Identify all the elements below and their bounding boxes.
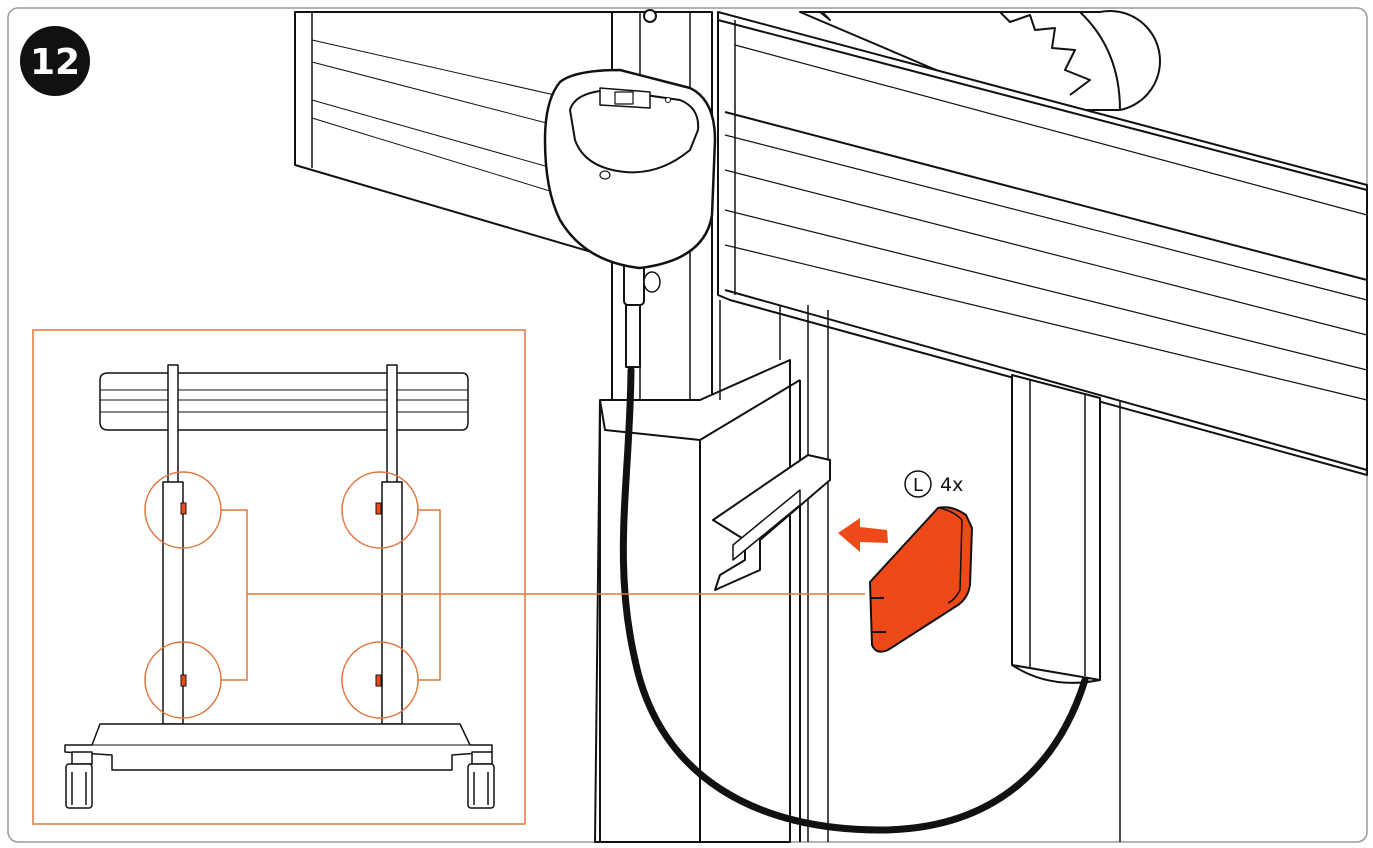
part-letter: L: [913, 475, 923, 496]
arrow-left-icon: [838, 518, 888, 552]
gear-icon: [799, 10, 1161, 111]
inset-cap-top-left: [180, 502, 187, 515]
inset-cap-bottom-right: [375, 674, 382, 687]
mounting-bracket: [712, 454, 831, 591]
lower-column: [594, 300, 829, 843]
power-cable: [619, 366, 1089, 834]
control-box: [543, 68, 717, 293]
inset-right-post: [381, 481, 403, 725]
part-quantity: 4x: [940, 474, 963, 496]
inset-left-post: [162, 481, 184, 725]
inset-base: [64, 723, 493, 771]
callout-leader: [221, 509, 865, 681]
end-cap-part: [869, 506, 973, 653]
inset-left-caster: [65, 751, 93, 809]
inset-right-caster: [467, 751, 495, 809]
cable-strain-relief: [623, 254, 645, 368]
main-scene: [294, 9, 1368, 843]
part-label: [904, 470, 932, 498]
inset-detail: [32, 329, 865, 825]
step-number: 12: [30, 42, 80, 83]
inset-cap-top-right: [375, 502, 382, 515]
inset-cap-bottom-left: [180, 674, 187, 687]
circled-letter-icon: [904, 470, 932, 498]
inset-left-post-upper: [167, 364, 179, 486]
step-badge: 12: [20, 26, 90, 96]
inset-top-beam: [99, 372, 469, 431]
inset-right-post-upper: [386, 364, 398, 486]
side-channel: [1011, 374, 1121, 842]
number-circle: [20, 26, 90, 96]
